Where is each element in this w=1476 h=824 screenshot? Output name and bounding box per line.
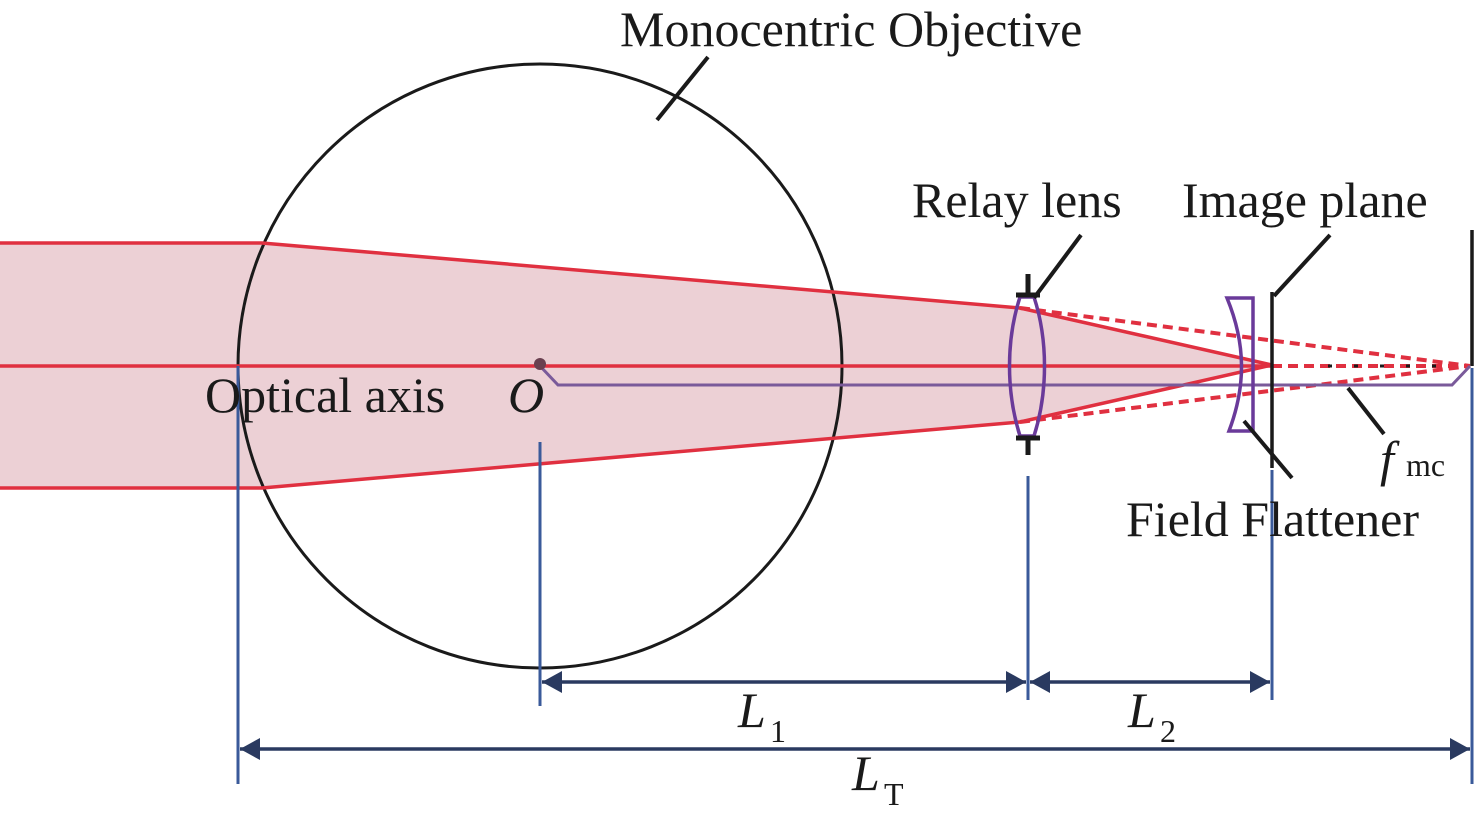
dimension-l2 <box>1030 671 1270 693</box>
center-point-o <box>534 358 546 370</box>
lt-subscript: T <box>884 776 904 812</box>
fmc-label: f mc <box>1380 431 1445 487</box>
dimension-l1 <box>542 671 1026 693</box>
field-flattener-leader <box>1242 419 1294 480</box>
focal-length-bracket <box>538 364 1472 387</box>
l1-label: L 1 <box>737 682 786 749</box>
fmc-subscript: mc <box>1406 447 1445 483</box>
image-plane-label: Image plane <box>1182 172 1428 228</box>
optical-axis-label: Optical axis <box>205 367 445 423</box>
lt-label: L T <box>851 745 904 812</box>
monocentric-objective-label: Monocentric Objective <box>620 1 1082 57</box>
image-plane-leader <box>1272 233 1332 298</box>
upper-marginal-ray <box>0 241 1273 367</box>
lower-marginal-ray <box>0 363 1273 490</box>
l2-main: L <box>1127 682 1156 738</box>
relay-lens-label: Relay lens <box>912 172 1122 228</box>
dimension-lt <box>240 738 1470 760</box>
monocentric-objective-leader <box>655 55 710 122</box>
l1-main: L <box>737 682 766 738</box>
l2-label: L 2 <box>1127 682 1176 749</box>
lower-dashed-ray <box>1019 364 1471 424</box>
lt-main: L <box>851 745 880 801</box>
center-o-label: O <box>508 367 544 423</box>
l2-subscript: 2 <box>1160 713 1176 749</box>
fmc-main: f <box>1380 431 1400 487</box>
fmc-leader <box>1346 386 1386 436</box>
field-flattener-label: Field Flattener <box>1126 491 1419 547</box>
relay-lens <box>1007 274 1047 455</box>
field-flattener <box>1224 296 1255 433</box>
relay-lens-leader <box>1032 233 1083 300</box>
l1-subscript: 1 <box>770 713 786 749</box>
upper-dashed-ray <box>1019 306 1471 368</box>
